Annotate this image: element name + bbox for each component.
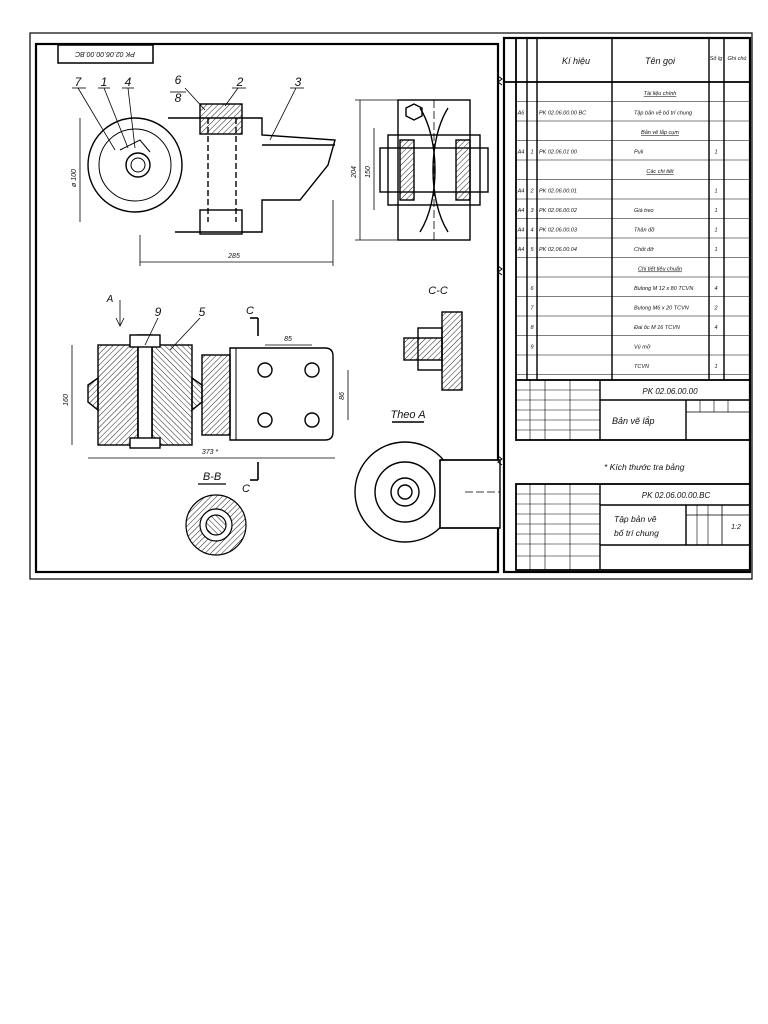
dim-86: 86 xyxy=(339,392,346,400)
break-marks xyxy=(497,75,503,466)
parts-list-name: Bulong M6 x 20 TCVN xyxy=(634,306,689,312)
part-number-6: 6 xyxy=(175,73,182,87)
title-block-2-scale: 1:2 xyxy=(731,524,741,531)
parts-list-name: Tập bản vẽ bố trí chung xyxy=(634,110,693,117)
parts-list-position: 9 xyxy=(530,345,533,351)
drawing-frame-right xyxy=(502,36,752,574)
section-bb xyxy=(185,483,247,556)
parts-list-position: 5 xyxy=(530,247,534,253)
parts-list-code: PK 02.06.00.04 xyxy=(539,247,577,253)
dim-204: 204 xyxy=(351,166,358,179)
dim-285: 285 xyxy=(227,253,240,260)
technical-drawing-sheet: PK 02.06.00.00.BC ø 100 285 xyxy=(29,32,753,580)
outer-frame xyxy=(29,32,753,580)
parts-list-qty: 1 xyxy=(714,208,717,214)
part-number-3: 3 xyxy=(295,75,302,89)
dim-85: 85 xyxy=(284,336,292,343)
parts-list-format: A4 xyxy=(517,208,525,214)
parts-list-qty: 1 xyxy=(714,189,717,195)
section-view-dims xyxy=(71,300,349,481)
front-view-dims xyxy=(79,118,334,266)
parts-list-code: PK 02.06.00.00 BC xyxy=(539,111,586,117)
part-number-5: 5 xyxy=(199,305,206,319)
title-block-2-code: PK 02.06.00.00.BC xyxy=(642,491,711,500)
parts-list-position: 8 xyxy=(530,325,534,331)
parts-list-position: 2 xyxy=(529,189,533,195)
view-a-label: Theo A xyxy=(390,409,425,421)
parts-list-position: 3 xyxy=(530,208,534,214)
footnote: * Kích thước tra bảng xyxy=(604,462,685,472)
svg-text:PK 02.06.00.00.BC: PK 02.06.00.00.BC xyxy=(74,50,135,57)
part-number-9: 9 xyxy=(155,305,162,319)
parts-list-position: 6 xyxy=(530,286,534,292)
header-note: Ghi chú xyxy=(728,56,747,62)
parts-list-section-heading: Bản vẽ lắp cụm xyxy=(641,129,679,136)
section-view xyxy=(87,334,334,449)
parts-list-code: PK 02.06.00.01 xyxy=(539,189,577,195)
parts-list-name: Bulong M 12 x 80 TCVN xyxy=(634,286,693,292)
view-a xyxy=(354,421,501,543)
dim-160: 160 xyxy=(63,394,70,406)
title-block-2 xyxy=(515,483,751,571)
header-name: Tên gọi xyxy=(645,56,676,66)
title-block-1-code: PK 02.06.00.00 xyxy=(642,387,698,396)
dim-373: 373 * xyxy=(202,449,219,456)
parts-list-code: PK 02.06.00.02 xyxy=(539,208,577,214)
dim-d100: ø 100 xyxy=(71,169,78,187)
side-view xyxy=(379,99,489,241)
parts-list-qty: 1 xyxy=(714,150,717,156)
parts-list-name: Đai ốc M 16 TCVN xyxy=(634,324,680,331)
front-view xyxy=(87,103,336,235)
title-block-1-title: Bản vẽ lắp xyxy=(612,416,655,426)
code-box: PK 02.06.00.00.BC xyxy=(57,44,154,64)
title-block-2-title-line2: bố trí chung xyxy=(614,528,659,538)
section-cc xyxy=(403,311,463,391)
parts-list-position: 4 xyxy=(530,228,533,234)
front-leaders xyxy=(72,87,304,151)
part-number-4: 4 xyxy=(125,75,132,89)
parts-list-qty: 2 xyxy=(713,306,717,312)
parts-list-name: TCVN xyxy=(634,364,649,370)
parts-list-position: 7 xyxy=(530,306,534,312)
cut-label-c-bottom: C xyxy=(242,483,250,495)
part-number-2: 2 xyxy=(236,75,244,89)
parts-list-name: Vú mỡ xyxy=(634,345,651,351)
view-arrow-a: A xyxy=(106,294,114,305)
parts-list-position: 1 xyxy=(530,150,533,156)
parts-list-code: PK 02.06.01 00 xyxy=(539,150,578,156)
title-block-1 xyxy=(515,379,751,441)
title-block-2-title-line1: Tập bản vẽ xyxy=(614,514,657,524)
parts-list-section-heading: Chi tiết tiêu chuẩn xyxy=(638,266,682,273)
parts-list-format: A4 xyxy=(517,228,525,234)
parts-list-name: Chốt đỡ xyxy=(634,246,654,253)
section-bb-label: B-B xyxy=(203,471,221,483)
part-number-7: 7 xyxy=(75,75,83,89)
parts-list-format: A6 xyxy=(517,111,526,117)
parts-list-name: Giá treo xyxy=(634,208,654,214)
parts-list-qty: 1 xyxy=(714,228,717,234)
parts-list-qty: 1 xyxy=(714,364,717,370)
part-number-1: 1 xyxy=(101,75,108,89)
parts-list-format: A4 xyxy=(517,150,525,156)
parts-list-table xyxy=(504,38,750,380)
section-cc-label: C-C xyxy=(428,285,448,297)
parts-list-format: A4 xyxy=(517,247,525,253)
header-qty: Số lg xyxy=(710,55,723,62)
parts-list-name: Puli xyxy=(634,150,644,156)
drawing-frame-left xyxy=(34,42,500,574)
cut-label-c-top: C xyxy=(246,305,254,317)
parts-list-section-heading: Các chi tiết xyxy=(646,168,674,175)
parts-list-qty: 4 xyxy=(714,286,717,292)
dim-150: 150 xyxy=(365,166,372,178)
parts-list-qty: 4 xyxy=(714,325,717,331)
parts-list-qty: 1 xyxy=(714,247,717,253)
parts-list-code: PK 02.06.00.03 xyxy=(539,228,578,234)
parts-list-section-heading: Tài liệu chính xyxy=(644,91,677,97)
part-number-8: 8 xyxy=(175,91,182,105)
header-symbol: Kí hiệu xyxy=(562,56,590,66)
parts-list-format: A4 xyxy=(517,189,525,195)
side-view-dims xyxy=(355,99,398,241)
parts-list-name: Thân đỡ xyxy=(634,228,655,234)
